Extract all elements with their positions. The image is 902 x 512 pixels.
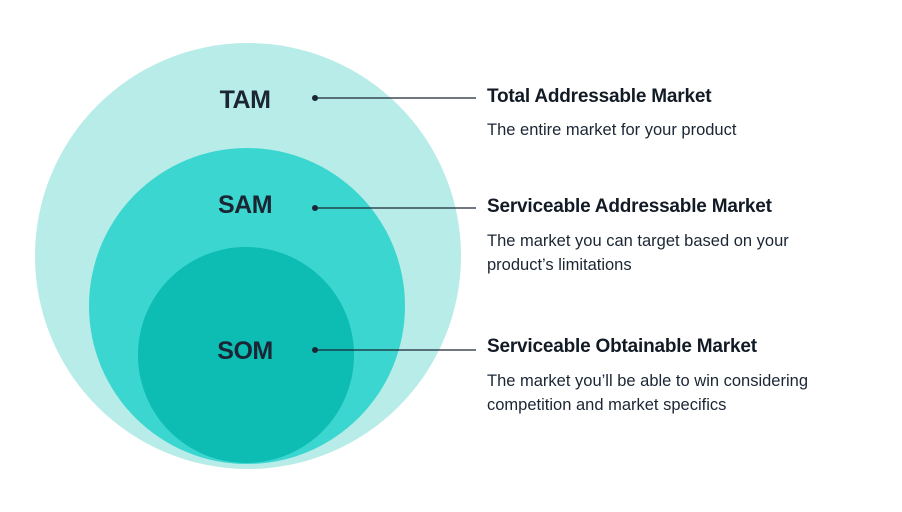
sam-description-line-1: The market you can target based on your [487,232,789,250]
sam-leader-dot [312,205,318,211]
tam-leader-dot [312,95,318,101]
som-description-line-1: The market you’ll be able to win conside… [487,372,809,390]
tam-description-line-1: The entire market for your product [487,121,737,139]
som-term: Serviceable Obtainable Market [487,336,757,357]
tam-label: TAM [220,86,271,114]
som-leader-dot [312,347,318,353]
som-circle [138,247,354,463]
som-description-line-2: competition and market specifics [487,396,727,414]
sam-description-line-2: product’s limitations [487,256,632,274]
som-description: The market you’ll be able to win conside… [487,369,808,417]
tam-description: The entire market for your product [487,118,736,142]
sam-label: SAM [218,191,272,219]
sam-term: Serviceable Addressable Market [487,196,772,217]
tam-term: Total Addressable Market [487,86,712,107]
sam-description: The market you can target based on your … [487,229,789,277]
som-label: SOM [217,337,272,365]
